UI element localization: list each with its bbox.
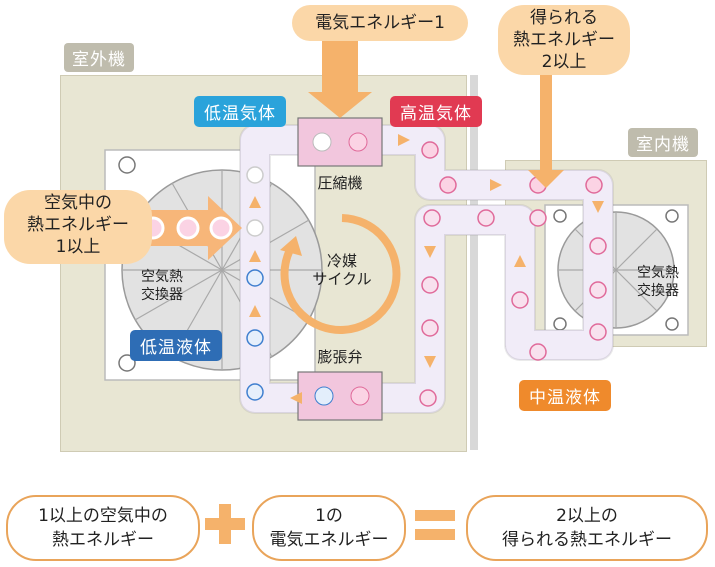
air-heat-callout: 空気中の 熱エネルギー 1以上 (4, 190, 152, 264)
electric-energy-callout: 電気エネルギー1 (292, 5, 468, 41)
outdoor-unit-label: 室外機 (64, 43, 134, 72)
low-temp-liquid-label: 低温液体 (130, 330, 222, 361)
refrigerant-cycle-arrow (280, 214, 401, 334)
wall-divider (470, 75, 478, 450)
equation-result-gained-heat: 2以上の 得られる熱エネルギー (466, 495, 708, 561)
equation-term-electric: 1の 電気エネルギー (252, 495, 406, 561)
refrigerant-cycle-label: 冷媒 サイクル (312, 252, 372, 288)
plus-icon (205, 504, 245, 544)
low-temp-gas-label: 低温気体 (194, 96, 286, 127)
mid-temp-liquid-label: 中温液体 (519, 380, 611, 411)
compressor-box (297, 117, 383, 167)
cycle-diagram (104, 40, 689, 421)
equals-icon (415, 508, 455, 542)
equation-term-air-heat: 1以上の空気中の 熱エネルギー (6, 495, 200, 561)
indoor-unit-label: 室内機 (628, 128, 698, 157)
gained-heat-callout: 得られる 熱エネルギー 2以上 (498, 5, 630, 75)
electric-energy-arrow (308, 40, 372, 118)
expansion-valve-label: 膨張弁 (317, 348, 363, 366)
outdoor-hex-label: 空気熱 交換器 (141, 269, 183, 303)
indoor-hex-label: 空気熱 交換器 (637, 265, 679, 299)
gained-heat-arrow (528, 70, 564, 188)
compressor-label: 圧縮機 (317, 174, 363, 192)
high-temp-gas-label: 高温気体 (390, 96, 482, 127)
